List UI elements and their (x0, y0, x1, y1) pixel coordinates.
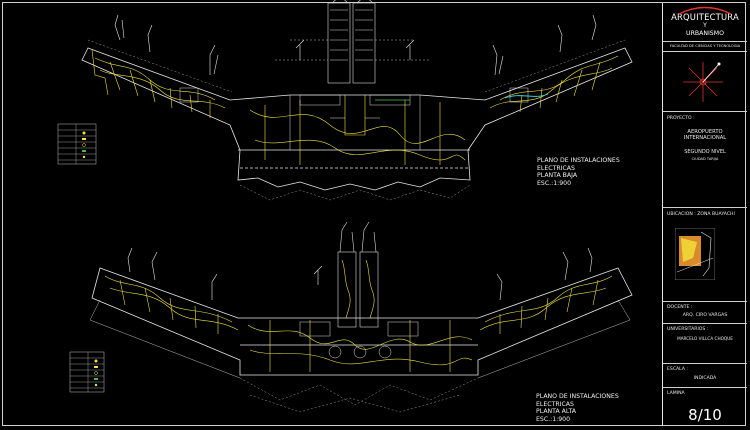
logo-arc-icon (678, 6, 732, 15)
boarding-bridges-upper (114, 14, 597, 76)
proyecto-name-1: AEROPUERTO (687, 129, 723, 135)
partitions-upper (179, 87, 529, 150)
proyecto-label: PROYECTO : (667, 116, 695, 121)
docente-row: DOCENTE : ARQ. CIRO VARGAS (663, 301, 747, 323)
docente-name: ARQ. CIRO VARGAS (682, 313, 728, 318)
wiring-center-lower (247, 320, 473, 372)
location-map-icon (675, 228, 715, 280)
plan-label-line: ESC.:1:900 (537, 179, 572, 187)
tower-block-lower (337, 221, 379, 328)
escala-row: ESCALA : INDICADA (663, 363, 747, 387)
plan-label-planta-baja: PLANO DE INSTALACIONES ELECTRICAS PLANTA… (537, 157, 620, 187)
universitarios-name: MARCELO VILLCA CHOQUE (677, 336, 733, 341)
north-arrow-row (663, 51, 747, 111)
plan-label-planta-alta: PLANO DE INSTALACIONES ELECTRICAS PLANTA… (536, 393, 619, 423)
roof-overhang-lower (89, 299, 631, 379)
escala-value: INDICADA (693, 376, 717, 381)
logo-line3: URBANISMO (686, 29, 724, 37)
docente-label: DOCENTE : (667, 305, 693, 310)
ubicacion-row: UBICACION : ZONA BUAYACHI (663, 207, 747, 301)
title-block: ARQUITECTURA Y URBANISMO FACULTAD DE CIE… (662, 3, 747, 426)
boarding-bridges-lower (127, 247, 593, 301)
tower-wiring-lower (341, 259, 375, 319)
partitions-lower (299, 321, 419, 359)
ubicacion-label: UBICACION : ZONA BUAYACHI (667, 212, 735, 217)
wiring-center-upper (249, 95, 466, 165)
logo-line1: ARQUITECTURA (671, 12, 739, 22)
logo-line2: Y (703, 22, 707, 29)
cyan-detail-upper (504, 93, 549, 99)
legend-table-upper (57, 123, 97, 165)
plan-label-line: PLANTA ALTA (536, 408, 577, 416)
university-logo: ARQUITECTURA Y URBANISMO (663, 5, 747, 37)
lamina-row: LAMINA 8/10 (663, 387, 747, 426)
proyecto-level: SEGUNDO NIVEL (684, 149, 726, 155)
plan-label-line: ESC.:1:900 (536, 415, 571, 423)
plan-label-line: PLANTA BAJA (537, 172, 578, 180)
plan-planta-baja (57, 0, 633, 201)
proyecto-city: CIUDAD TARIJA (691, 157, 719, 161)
wiring-left-wing-lower (104, 275, 239, 334)
plan-label-line: PLANO DE INSTALACIONES (537, 157, 620, 164)
floor-plans-drawing (57, 0, 633, 413)
escala-label: ESCALA : (667, 367, 688, 372)
faculty-row: FACULTAD DE CIENCIAS Y TECNOLOGIA (663, 41, 747, 51)
plan-label-line: ELECTRICAS (536, 400, 574, 408)
dashed-canopy-upper (275, 39, 430, 61)
universitarios-label: UNIVERSITARIOS : (667, 327, 709, 332)
north-arrow-icon (683, 62, 723, 102)
dashed-contour-lower (239, 377, 479, 413)
proyecto-name-2: INTERNACIONAL (683, 135, 727, 141)
dashed-contour-upper (87, 39, 626, 201)
tower-block-upper (327, 0, 376, 84)
building-outline-lower (91, 267, 633, 376)
building-outline-upper (81, 47, 633, 191)
plan-planta-alta (69, 221, 633, 413)
legend-table-lower (69, 351, 105, 393)
wiring-right-wing-upper (489, 55, 619, 113)
plan-label-line: PLANO DE INSTALACIONES (536, 393, 619, 400)
faculty-text: FACULTAD DE CIENCIAS Y TECNOLOGIA (669, 44, 741, 48)
sheet-border (2, 2, 746, 426)
proyecto-row: PROYECTO : AEROPUERTO INTERNACIONAL SEGU… (663, 111, 747, 207)
wiring-right-wing-lower (479, 275, 613, 334)
wiring-left-wing-upper (91, 49, 226, 118)
plan-label-line: ELECTRICAS (537, 164, 575, 172)
lamina-label: LAMINA (667, 391, 685, 396)
universitarios-row: UNIVERSITARIOS : MARCELO VILLCA CHOQUE (663, 323, 747, 363)
lamina-value: 8/10 (688, 406, 722, 424)
